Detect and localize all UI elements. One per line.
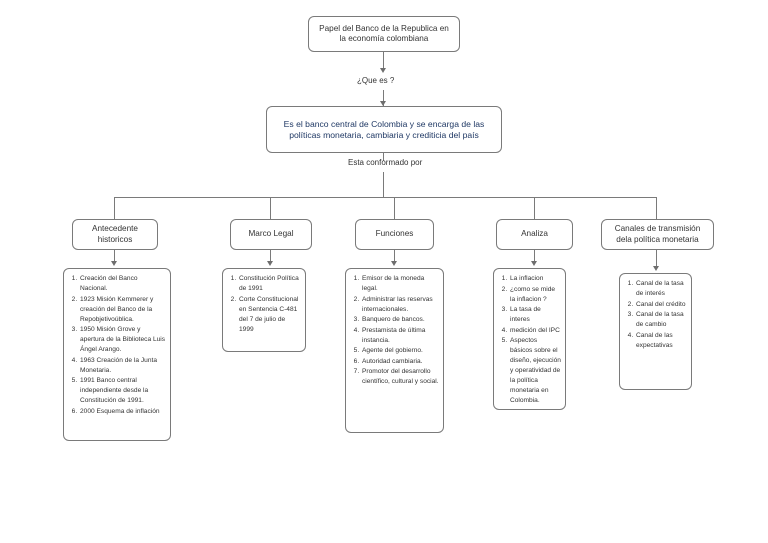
definition-node-label: Es el banco central de Colombia y se enc… — [283, 118, 485, 140]
detail-list-item: Aspectos básicos sobre el diseño, ejecuc… — [509, 336, 561, 406]
arrowhead-root-to-queses — [380, 68, 386, 73]
root-node-label: Papel del Banco de la Republica en la ec… — [319, 23, 449, 43]
connector-category-2-to-list — [394, 250, 395, 263]
detail-list-item: Canal del crédito — [635, 300, 687, 310]
detail-list-marco-legal: Constitución Política de 1991Corte Const… — [222, 268, 306, 352]
definition-node: Es el banco central de Colombia y se enc… — [266, 106, 502, 153]
detail-list: Constitución Política de 1991Corte Const… — [227, 274, 301, 335]
connector-category-1-to-list — [270, 250, 271, 263]
detail-list-item: La inflacion — [509, 274, 561, 284]
detail-list-item: Canal de la tasa de cambio — [635, 310, 687, 330]
connector-root-to-queses — [383, 52, 384, 71]
arrowhead-category-2-to-list — [391, 261, 397, 266]
detail-list-item: Canal de las expectativas — [635, 331, 687, 351]
category-node-label: Canales de transmisión dela política mon… — [614, 224, 701, 244]
arrowhead-category-1-to-list — [267, 261, 273, 266]
detail-list-funciones: Emisor de la moneda legal.Administrar la… — [345, 268, 444, 433]
connector-bus-drop-3 — [534, 197, 535, 219]
detail-list: Emisor de la moneda legal.Administrar la… — [350, 274, 439, 387]
arrowhead-category-0-to-list — [111, 261, 117, 266]
connector-bus-horizontal — [114, 197, 656, 198]
connector-bus-label-to-bus — [383, 172, 384, 198]
detail-list-analiza: La inflacion¿como se mide la inflacion ?… — [493, 268, 566, 410]
category-node-marco-legal: Marco Legal — [230, 219, 312, 250]
detail-list-item: Prestamista de última instancia. — [361, 326, 439, 346]
detail-list-item: Emisor de la moneda legal. — [361, 274, 439, 294]
connector-bus-drop-4 — [656, 197, 657, 219]
detail-list-item: 1923 Misión Kemmerer y creación del Banc… — [79, 295, 166, 325]
detail-list: Canal de la tasa de interésCanal del cré… — [624, 279, 687, 351]
arrowhead-category-3-to-list — [531, 261, 537, 266]
detail-list-item: Banquero de bancos. — [361, 315, 439, 325]
connector-definition-to-bus-label — [383, 153, 384, 161]
detail-list-item: 1963 Creación de la Junta Monetaria. — [79, 356, 166, 376]
detail-list-item: 2000 Esquema de inflación — [79, 407, 166, 417]
detail-list-item: Canal de la tasa de interés — [635, 279, 687, 299]
detail-list-item: 1950 Misión Grove y apertura de la Bibli… — [79, 325, 166, 355]
detail-list-item: La tasa de interes — [509, 305, 561, 325]
detail-list-item: Creación del Banco Nacional. — [79, 274, 166, 294]
detail-list-canales-de-transmision: Canal de la tasa de interésCanal del cré… — [619, 273, 692, 390]
detail-list-item: Agente del gobierno. — [361, 346, 439, 356]
connector-category-4-to-list — [656, 250, 657, 268]
category-node-label: Antecedente historicos — [92, 224, 138, 244]
connector-category-0-to-list — [114, 250, 115, 263]
detail-list-item: Administrar las reservas internacionales… — [361, 295, 439, 315]
detail-list-item: medición del IPC — [509, 326, 561, 336]
detail-list-item: 1991 Banco central independiente desde l… — [79, 376, 166, 406]
arrowhead-category-4-to-list — [653, 266, 659, 271]
connector-bus-drop-0 — [114, 197, 115, 219]
category-node-antecedentes-historicos: Antecedente historicos — [72, 219, 158, 250]
edge-label-que-es: ¿Que es ? — [357, 76, 395, 85]
category-node-analiza: Analiza — [496, 219, 573, 250]
connector-queses-to-definition — [383, 90, 384, 106]
arrowhead-queses-to-definition — [380, 101, 386, 106]
edge-label-esta-conformado-por: Esta conformado por — [348, 158, 423, 167]
category-node-funciones: Funciones — [355, 219, 434, 250]
detail-list-item: Corte Constitucional en Sentencia C-481 … — [238, 295, 301, 335]
category-node-label: Marco Legal — [248, 229, 294, 239]
detail-list-item: Autoridad cambiaria. — [361, 357, 439, 367]
detail-list-item: Constitución Política de 1991 — [238, 274, 301, 294]
detail-list-item: Promotor del desarrollo científico, cult… — [361, 367, 439, 387]
root-node: Papel del Banco de la Republica en la ec… — [308, 16, 460, 52]
connector-bus-drop-2 — [394, 197, 395, 219]
connector-bus-drop-1 — [270, 197, 271, 219]
category-node-label: Analiza — [521, 229, 548, 239]
detail-list-item: ¿como se mide la inflacion ? — [509, 285, 561, 305]
detail-list: Creación del Banco Nacional.1923 Misión … — [68, 274, 166, 417]
connector-category-3-to-list — [534, 250, 535, 263]
category-node-canales-de-transmision: Canales de transmisión dela política mon… — [601, 219, 714, 250]
detail-list-antecedentes-historicos: Creación del Banco Nacional.1923 Misión … — [63, 268, 171, 441]
category-node-label: Funciones — [375, 229, 414, 239]
detail-list: La inflacion¿como se mide la inflacion ?… — [498, 274, 561, 406]
